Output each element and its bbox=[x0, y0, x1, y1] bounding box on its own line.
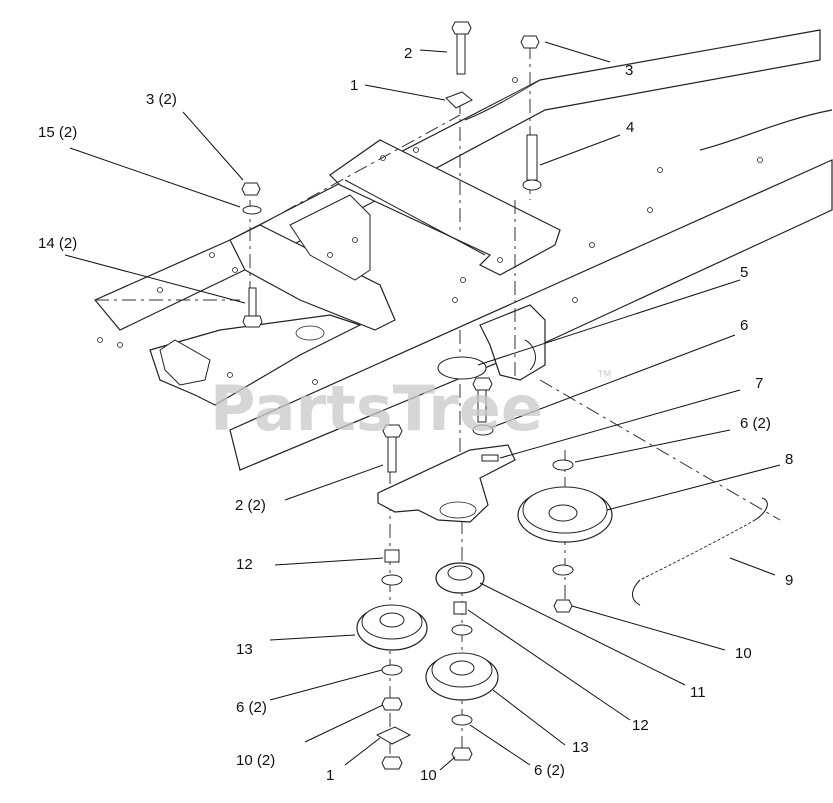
callout-label: 3 bbox=[625, 62, 633, 79]
callout-label: 1 bbox=[350, 77, 358, 94]
nut-part-10-center bbox=[451, 747, 473, 761]
callout-label: 15 (2) bbox=[38, 124, 77, 141]
pulley-part-13-left bbox=[356, 604, 428, 651]
callout-label: 5 bbox=[740, 264, 748, 281]
nut-part-10-left bbox=[381, 697, 403, 711]
callout-label: 3 (2) bbox=[146, 91, 177, 108]
washer-part-5 bbox=[437, 356, 487, 380]
callout-label: 6 bbox=[740, 317, 748, 334]
washer-center-1 bbox=[451, 624, 473, 636]
callout-label: 10 bbox=[420, 767, 437, 784]
callout-label: 1 bbox=[326, 767, 334, 784]
bolt-part-14 bbox=[242, 287, 263, 328]
watermark: PartsTree TM bbox=[210, 370, 611, 445]
watermark-text: PartsTree bbox=[210, 372, 543, 445]
watermark-trademark: TM bbox=[597, 370, 611, 380]
spacer-part-1 bbox=[445, 91, 473, 109]
bolt-part-2 bbox=[451, 21, 472, 75]
callout-label: 8 bbox=[785, 451, 793, 468]
hardware bbox=[241, 21, 768, 770]
callout-label: 6 (2) bbox=[534, 762, 565, 779]
leader-lines bbox=[64, 41, 781, 771]
washer-left-1 bbox=[381, 574, 403, 586]
pulley-part-11 bbox=[435, 562, 485, 594]
pulley-part-8 bbox=[517, 486, 613, 543]
spacer-part-12-center bbox=[453, 601, 467, 615]
callout-label: 12 bbox=[236, 556, 253, 573]
stud-part-4 bbox=[522, 134, 542, 191]
washer-part-15 bbox=[242, 205, 262, 215]
callout-label: 10 bbox=[735, 645, 752, 662]
washer-part-6-left bbox=[381, 664, 403, 676]
nut-part-3-left bbox=[241, 182, 261, 196]
callout-labels: 2 3 1 3 (2) 4 15 (2) 14 (2) 5 6 7 6 (2) … bbox=[38, 45, 793, 784]
washer-part-6-right-lower bbox=[552, 564, 574, 576]
callout-label: 9 bbox=[785, 572, 793, 589]
washer-part-6-center bbox=[451, 714, 473, 726]
rail-holes bbox=[97, 77, 763, 385]
callout-label: 6 (2) bbox=[740, 415, 771, 432]
nut-left-bottom bbox=[381, 756, 403, 770]
callout-label: 6 (2) bbox=[236, 699, 267, 716]
bolt-part-6 bbox=[472, 377, 494, 436]
callout-label: 12 bbox=[632, 717, 649, 734]
nut-part-3 bbox=[520, 35, 540, 49]
callout-label: 14 (2) bbox=[38, 235, 77, 252]
callout-label: 4 bbox=[626, 119, 634, 136]
callout-label: 7 bbox=[755, 375, 763, 392]
nut-part-10-right bbox=[553, 599, 573, 613]
pulley-part-13-center bbox=[425, 652, 499, 701]
idler-bracket-part-7 bbox=[377, 444, 516, 523]
chassis-frame bbox=[94, 29, 833, 471]
washer-part-6-right bbox=[552, 459, 574, 471]
callout-label: 11 bbox=[690, 684, 706, 701]
spring-part-9 bbox=[632, 497, 768, 606]
callout-label: 13 bbox=[236, 641, 253, 658]
callout-label: 10 (2) bbox=[236, 752, 275, 769]
spacer-part-1-lower bbox=[375, 726, 412, 745]
callout-label: 13 bbox=[572, 739, 589, 756]
callout-label: 2 (2) bbox=[235, 497, 266, 514]
spacer-part-12-left bbox=[384, 549, 400, 563]
callout-label: 2 bbox=[404, 45, 412, 62]
bolt-part-2-lower bbox=[382, 424, 403, 473]
